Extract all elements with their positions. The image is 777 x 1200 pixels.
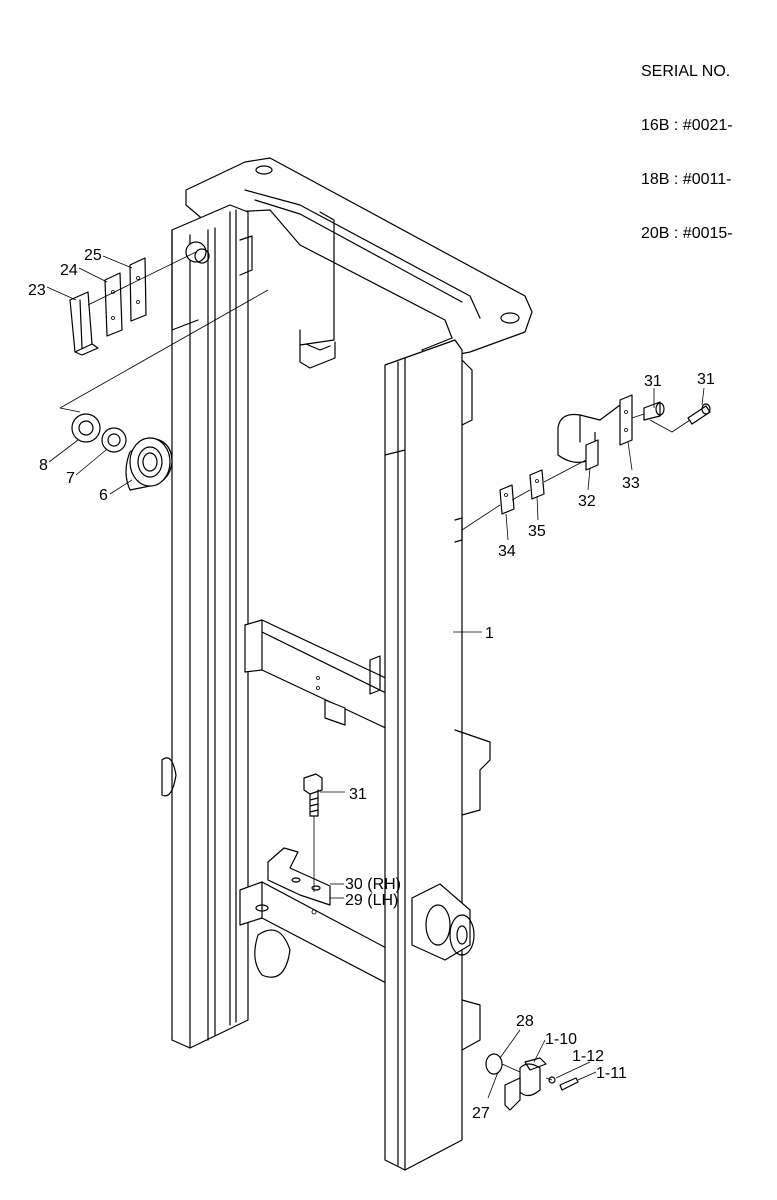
- bracket-30-29: [267, 847, 331, 906]
- callout-31-vertical-bolt: 31: [349, 786, 367, 803]
- top-crosshead: [185, 157, 533, 369]
- callout-24: 24: [60, 262, 78, 279]
- callout-1-12: 1-12: [572, 1048, 604, 1065]
- callout-28: 28: [516, 1013, 534, 1030]
- callout-labels: 1 6 7 8 23 24 25 27 28 29 (LH) 30 (RH) 3…: [28, 247, 715, 1122]
- callout-6: 6: [99, 487, 108, 504]
- callout-29-lh: 29 (LH): [345, 892, 398, 909]
- callout-7: 7: [66, 470, 75, 487]
- callout-25: 25: [84, 247, 102, 264]
- callout-23: 23: [28, 282, 46, 299]
- serial-number-block: SERIAL NO. 16B : #0021- 18B : #0011- 20B…: [641, 27, 733, 261]
- callout-1: 1: [485, 625, 494, 642]
- parts-6-7-8: [71, 413, 173, 491]
- serial-heading: SERIAL NO.: [641, 63, 731, 80]
- callout-35: 35: [528, 523, 546, 540]
- callout-27: 27: [472, 1105, 490, 1122]
- middle-cross-member: [244, 619, 391, 731]
- callout-34: 34: [498, 543, 516, 560]
- callout-8: 8: [39, 457, 48, 474]
- callout-1-11: 1-11: [596, 1065, 627, 1082]
- parts-23-24-25: [59, 251, 269, 413]
- serial-line-16b: 16B : #0021-: [641, 117, 733, 134]
- side-roller-right: [411, 883, 475, 961]
- left-mast-rail: [171, 204, 253, 1049]
- callout-31-top-left: 31: [644, 373, 662, 390]
- leader-lines: [46, 255, 705, 1099]
- callout-32: 32: [578, 493, 596, 510]
- callout-33: 33: [622, 475, 640, 492]
- callout-31-top-right: 31: [697, 371, 715, 388]
- serial-line-18b: 18B : #0011-: [641, 171, 732, 188]
- serial-line-20b: 20B : #0015-: [641, 225, 733, 242]
- callout-30-rh: 30 (RH): [345, 876, 401, 893]
- right-mast-rail: [384, 339, 491, 1171]
- callout-1-10: 1-10: [545, 1031, 577, 1048]
- bolt-31-vertical: [303, 773, 323, 915]
- parts-31-35: [461, 394, 711, 531]
